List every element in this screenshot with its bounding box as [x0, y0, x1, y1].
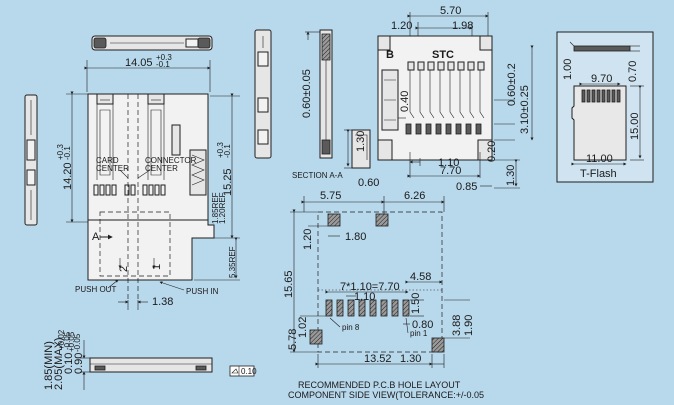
left-side-profile	[24, 94, 38, 226]
ref-1-20: 1.20REF	[218, 192, 227, 224]
brand-b: B	[386, 49, 394, 61]
pcb-pin-8: pin 8	[342, 323, 360, 332]
tflash-dim-0-70: 0.70	[627, 61, 639, 82]
front-dim-7-70: 7.70	[440, 165, 461, 177]
ref-5-35: 5.35REF	[228, 246, 237, 278]
tflash-dim-11-00: 11.00	[586, 153, 613, 165]
section-dim-0-60: 0.60	[358, 177, 379, 189]
brand-stc: STC	[432, 49, 454, 61]
front-dim-3-10-tol: 3.10±0.25	[519, 85, 531, 134]
top-height-dim: 14.20	[62, 162, 74, 190]
push-in-label: PUSH IN	[186, 287, 219, 296]
tflash-label: T-Flash	[580, 168, 617, 180]
tflash-dim-15-00: 15.00	[629, 112, 641, 140]
bottom-side-view: 1.85(MIN) 2.05(MAX) 0.10 +0.02 -0.05 0.9…	[43, 329, 257, 390]
pcb-dim-15-65: 15.65	[283, 270, 295, 298]
section-dim-1-30: 1.30	[355, 131, 367, 152]
top-pin-1: 1	[151, 264, 163, 270]
footer-line-2: COMPONENT SIDE VIEW(TOLERANCE:+/-0.05	[288, 390, 484, 400]
tflash-panel: 9.70 1.00 0.70 15.00 11.00 T-Flash	[556, 31, 654, 183]
push-out-label: PUSH OUT	[75, 285, 116, 294]
footer-line-1: RECOMMENDED P.C.B HOLE LAYOUT	[298, 380, 461, 390]
section-aa-label: SECTION A-A	[292, 171, 343, 180]
side-dim-0-10-tol-minus: -0.05	[63, 331, 72, 350]
pcb-dim-6-26: 6.26	[404, 190, 425, 202]
top-pin-2: 2	[118, 266, 130, 272]
front-dim-1-98: 1.98	[452, 20, 473, 32]
pcb-dim-13-52: 13.52	[364, 353, 392, 365]
pcb-dim-5-75: 5.75	[320, 190, 341, 202]
front-dim-0-40: 0.40	[399, 91, 411, 112]
tflash-dim-9-70: 9.70	[591, 73, 612, 85]
pcb-dim-4-58: 4.58	[410, 271, 431, 283]
top-height-tol-minus: -0.1	[63, 146, 72, 160]
pcb-dim-1-20: 1.20	[302, 229, 314, 250]
ref-15-25: 15.25	[222, 168, 234, 196]
thickness-max: 2.05(MAX)	[53, 337, 65, 390]
section-mark-a: A	[92, 231, 100, 243]
pcb-dim-0-80: 0.80	[412, 319, 433, 331]
top-dim-1-38: 1.38	[152, 296, 173, 308]
pcb-dim-5-78: 5.78	[287, 329, 299, 350]
front-dim-0-20: 0.20	[486, 141, 498, 162]
pcb-dim-3-88: 3.88	[451, 315, 463, 336]
top-profile-view	[91, 35, 213, 51]
pcb-dim-1-90: 1.90	[463, 315, 475, 336]
top-width-tol-minus: -0.1	[156, 60, 170, 69]
side-dim-0-90-tol-minus: -0.05	[73, 333, 82, 352]
pcb-dim-1-30: 1.30	[400, 353, 421, 365]
front-dim-5-70: 5.70	[440, 5, 461, 17]
pcb-layout: 5.75 6.26 1.80 1.20 15.65 7*1.10=7.70 4.…	[283, 190, 475, 368]
ref-15-25-tol-minus: -0.1	[223, 144, 232, 158]
front-dim-1-30: 1.30	[505, 165, 517, 186]
top-width-tol-plus: +0.3	[156, 53, 172, 62]
section-dim-0-60-tol: 0.60±0.05	[301, 69, 313, 118]
front-dim-0-85: 0.85	[456, 181, 477, 193]
top-width-dim: 14.05	[125, 57, 153, 69]
section-aa-view: 0.60±0.05 1.30 0.60 SECTION A-A	[292, 29, 379, 189]
side-dim-0-90-tol-plus: +0.05	[67, 331, 76, 352]
front-dim-0-60-tol: 0.60±0.2	[506, 63, 518, 106]
ref-15-25-tol-plus: +0.3	[216, 142, 225, 158]
tflash-dim-1-00: 1.00	[562, 59, 574, 80]
middle-side-profile	[254, 29, 272, 159]
flatness-value: 0.10	[241, 367, 257, 376]
ref-1-85: 1.85REF	[211, 192, 220, 224]
front-dim-1-10: 1.10	[438, 157, 459, 169]
pcb-dim-1-50: 1.50	[410, 293, 422, 314]
top-height-tol-plus: +0.3	[56, 144, 65, 160]
pcb-dim-1-80: 1.80	[345, 231, 366, 243]
pcb-pin-1: pin 1	[410, 329, 428, 338]
side-dim-0-10: 0.10	[63, 353, 75, 374]
front-view: 5.70 1.20 1.98 B STC	[377, 5, 534, 193]
top-view: 14.05 +0.3 -0.1 14.20 +0.3 -0.1	[56, 53, 240, 310]
thickness-min: 1.85(MIN)	[43, 341, 55, 390]
side-dim-0-90: 0.90	[73, 353, 85, 374]
side-dim-0-10-tol-plus: +0.02	[57, 329, 66, 350]
pcb-dim-1-02: 1.02	[297, 317, 309, 338]
front-dim-1-20: 1.20	[391, 20, 412, 32]
